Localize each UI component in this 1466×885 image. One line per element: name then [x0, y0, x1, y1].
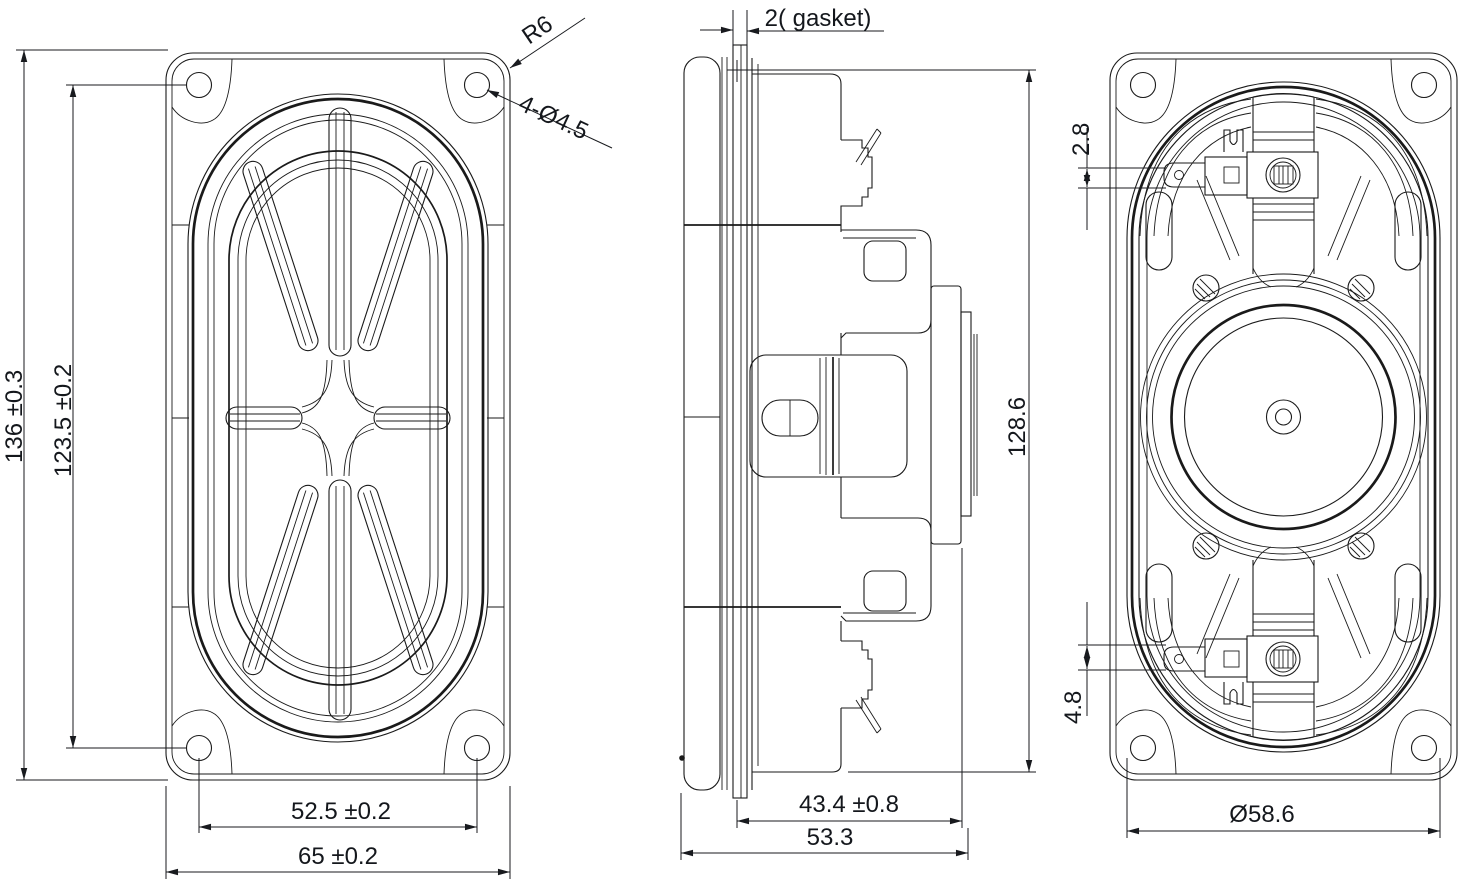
- surround-inner: [245, 167, 431, 669]
- corner-pocket: [443, 58, 505, 124]
- spade-lug: [1163, 646, 1205, 672]
- mounting-hole: [1129, 71, 1157, 99]
- side-magnet-assembly: [930, 285, 978, 545]
- basket-rim-inner2: [1146, 101, 1421, 733]
- spoke-northwest: [242, 160, 319, 352]
- spoke-southeast: [357, 484, 434, 676]
- spoke-northeast: [357, 160, 434, 352]
- spoke-hub-curves: [301, 359, 375, 477]
- terminal-lower: [1163, 635, 1319, 705]
- corner-pocket: [1115, 58, 1177, 124]
- basket-rim-inner: [1138, 93, 1429, 741]
- rivets: [1192, 274, 1375, 560]
- gasket-inner-ring: [207, 113, 469, 723]
- mounting-hole: [1410, 71, 1438, 99]
- terminal-upper: [1163, 129, 1319, 199]
- corner-pocket: [1390, 709, 1452, 775]
- label-gasket: 2( gasket): [765, 5, 872, 32]
- corner-pocket: [1115, 709, 1177, 775]
- center-vent: [1265, 399, 1302, 435]
- vent-window: [1145, 563, 1173, 643]
- spring-clip: [1223, 682, 1244, 705]
- mounting-hole: [463, 734, 491, 762]
- basket-rim-outer: [1126, 81, 1441, 753]
- surround-outer: [228, 150, 448, 686]
- front-frame-inner-edge: [171, 58, 505, 775]
- dim-terminal-upper: 2.8: [1068, 123, 1095, 156]
- mold-lines: [172, 224, 504, 608]
- dim-overall-width: 65 ±0.2: [298, 843, 378, 870]
- spoke-west: [225, 406, 303, 430]
- corner-pocket: [443, 709, 505, 775]
- spoke-southwest: [242, 484, 319, 676]
- vent-window: [1145, 191, 1173, 271]
- side-dimensions: 2( gasket) 128.6 43.4 ±0.8 53.3: [680, 5, 1036, 860]
- gasket-inner-ring: [213, 119, 463, 717]
- grille-spokes: [225, 107, 451, 721]
- surround-mid: [237, 159, 439, 677]
- side-basket-profile: [749, 73, 932, 773]
- rear-dimensions: 2.8 4.8 Ø58.6: [1060, 123, 1441, 838]
- basket-wings: [1139, 98, 1428, 736]
- corner-pocket: [171, 709, 233, 775]
- dim-hole-spacing-width: 52.5 ±0.2: [291, 798, 391, 825]
- spoke-east: [373, 406, 451, 430]
- basket-center-column: [1252, 93, 1315, 741]
- rear-view: 2.8 4.8 Ø58.6: [1060, 52, 1458, 838]
- gasket-band: [191, 97, 485, 739]
- magnet-edge: [1170, 303, 1397, 531]
- leader-corner-radius: [509, 17, 586, 69]
- front-dimensions: 136 ±0.3 123.5 ±0.2 52.5 ±0.2 65 ±0.2 R6…: [1, 10, 613, 879]
- basket-rim-band: [1130, 85, 1437, 749]
- dim-hole-spacing-height: 123.5 ±0.2: [50, 364, 77, 477]
- side-gasket-strip: [732, 44, 748, 799]
- rear-frame-outline: [1109, 52, 1458, 781]
- label-mounting-holes: 4-Ø4.5: [514, 90, 592, 145]
- terminal-body: [1204, 156, 1248, 196]
- mounting-hole: [185, 734, 213, 762]
- dim-overall-height: 136 ±0.3: [1, 370, 28, 463]
- datum-dot: [679, 755, 685, 761]
- mounting-hole: [185, 71, 213, 99]
- corner-pocket: [171, 58, 233, 124]
- spring-clip: [1223, 129, 1244, 152]
- vent-window: [1394, 191, 1422, 271]
- terminal-plate: [1246, 151, 1319, 199]
- side-frame-flange: [683, 56, 721, 791]
- front-view: 136 ±0.3 123.5 ±0.2 52.5 ±0.2 65 ±0.2 R6…: [1, 10, 613, 879]
- mounting-hole: [1410, 734, 1438, 762]
- tinsel-grommet: [1265, 157, 1301, 193]
- front-frame-outline: [165, 52, 511, 781]
- magnet-assembly: [1140, 273, 1427, 561]
- mounting-hole: [1129, 734, 1157, 762]
- side-view: 2( gasket) 128.6 43.4 ±0.8 53.3: [679, 5, 1036, 860]
- terminal-body: [1204, 638, 1248, 678]
- spoke-north: [328, 107, 352, 357]
- dim-depth-to-magnet: 43.4 ±0.8: [799, 791, 899, 818]
- corner-pocket: [1390, 58, 1452, 124]
- mounting-hole: [463, 71, 491, 99]
- spade-lug: [1163, 162, 1205, 188]
- dim-overall-depth: 53.3: [807, 824, 854, 851]
- vent-window: [1394, 563, 1422, 643]
- tinsel-grommet: [1265, 641, 1301, 677]
- side-terminal-wires: [855, 128, 882, 734]
- rear-frame-inner-edge: [1115, 58, 1452, 775]
- dim-side-height: 128.6: [1004, 397, 1031, 457]
- leader-mounting-holes: [486, 89, 613, 149]
- dim-terminal-lower: 4.8: [1060, 691, 1087, 724]
- terminal-plate: [1246, 635, 1319, 683]
- basket-ribs: [1196, 175, 1371, 659]
- dim-basket-diameter: Ø58.6: [1229, 801, 1294, 828]
- label-corner-radius: R6: [517, 10, 558, 50]
- spoke-south: [328, 479, 352, 721]
- gasket-outer-ring: [187, 93, 489, 743]
